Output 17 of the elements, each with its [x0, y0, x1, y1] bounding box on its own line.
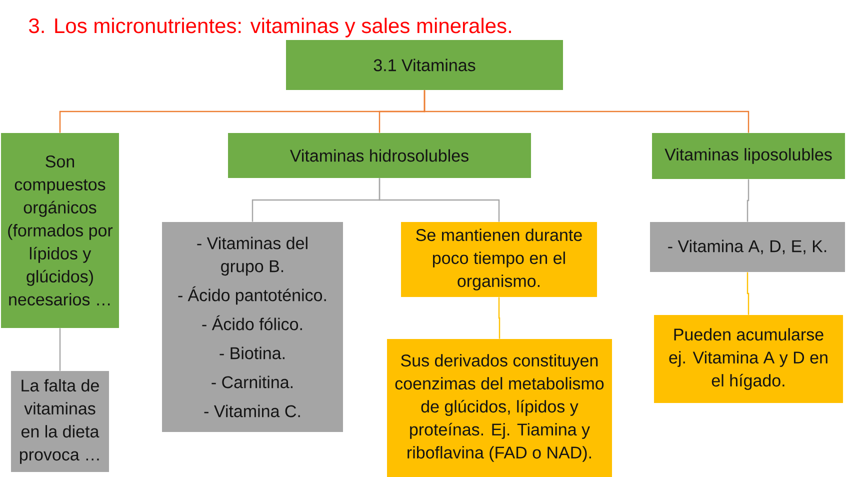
- connector: [746, 272, 750, 315]
- connector: [59, 328, 61, 371]
- note-box: Se mantienen durante poco tiempo en el organismo.: [401, 222, 597, 297]
- connector: [424, 90, 750, 133]
- connector: [498, 297, 500, 339]
- heading: 3. Los micronutrientes: vitaminas y sales minerales.: [29, 18, 511, 38]
- root-box: 3.1 Vitaminas: [286, 40, 563, 90]
- connector: [746, 179, 750, 222]
- concept-box: Son compuestos orgánicos (formados por lípidos y glúcidos) necesarios …: [1, 133, 119, 328]
- connector: [378, 178, 500, 222]
- note-box: Pueden acumularse ej. Vitamina A y D en el hígado.: [654, 315, 843, 403]
- note-box: Sus derivados constituyen coenzimas del metabolismo de glúcidos, lípidos y proteínas. Ej. Tiamina y riboflavina (FAD o NAD).: [387, 339, 612, 477]
- concept-box: La falta de vitaminas en la dieta provoca …: [11, 371, 109, 472]
- list-box: - Vitaminas del grupo B. - Ácido pantoténico. - Ácido fólico. - Biotina. - Carnitina. - Vitamina C.: [162, 222, 343, 432]
- list-box: - Vitamina A, D, E, K.: [650, 222, 845, 272]
- category-box: Vitaminas hidrosolubles: [228, 133, 531, 178]
- category-box: Vitaminas liposolubles: [652, 133, 845, 179]
